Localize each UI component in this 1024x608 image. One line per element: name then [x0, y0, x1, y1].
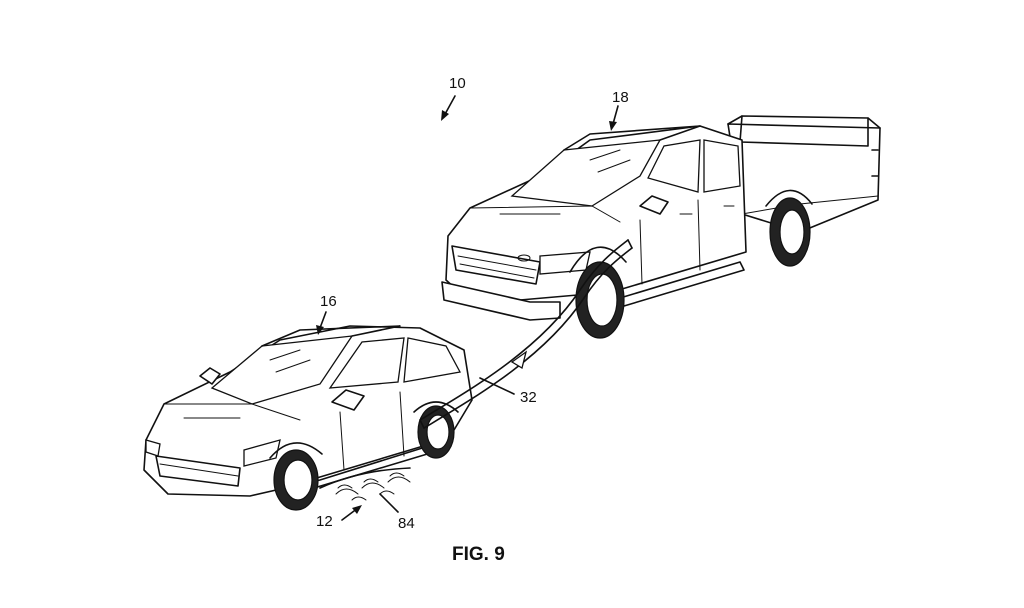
pickup-truck: [441, 115, 881, 339]
figure-caption: FIG. 9: [452, 544, 505, 565]
system-ref-label: 10: [449, 75, 466, 92]
charging-cable: [419, 239, 633, 429]
pad-ref-label: 84: [398, 515, 415, 532]
wireless-ref-label: 12: [316, 513, 333, 530]
cable-ref-label: 32: [520, 389, 537, 406]
reference-leaders: [316, 95, 619, 521]
passenger-car: [143, 325, 473, 511]
car-ref-label: 16: [320, 293, 337, 310]
wireless-charging-waves: [319, 467, 411, 501]
truck-ref-label: 18: [612, 89, 629, 106]
